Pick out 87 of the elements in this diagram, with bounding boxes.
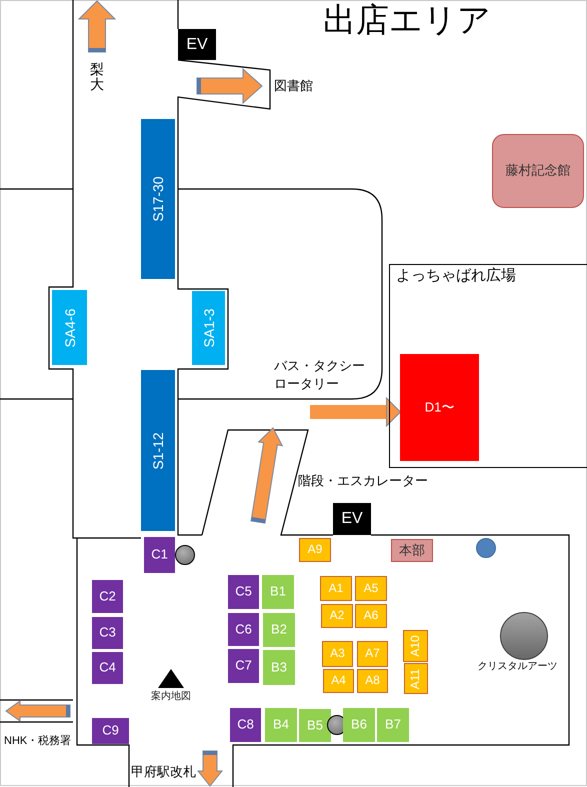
- booth-label: A11: [409, 668, 423, 689]
- plaza-area: [389, 264, 587, 468]
- booth-label: C6: [235, 622, 252, 637]
- booth-label: C9: [102, 724, 119, 738]
- booth: [265, 708, 297, 742]
- direction-label: NHK・税務署: [4, 735, 72, 748]
- booth-label: A3: [330, 647, 345, 661]
- booth-label: C4: [99, 660, 116, 676]
- booth: [321, 604, 353, 628]
- booth-row: [141, 119, 175, 279]
- booth: [343, 708, 375, 742]
- booth: [262, 575, 294, 609]
- booth-label: B2: [271, 622, 287, 638]
- elevator-label: EV: [186, 35, 208, 54]
- place-label: バス・タクシーロータリー: [274, 357, 366, 393]
- booth-label: C8: [237, 718, 254, 732]
- elevator-sign: [178, 29, 216, 60]
- booth-label: B4: [273, 718, 289, 732]
- circle-marker: [476, 538, 496, 558]
- booth-label: C5: [235, 584, 252, 600]
- booth-label: C1: [151, 548, 168, 562]
- booth-label: S17-30: [150, 176, 166, 222]
- map-title: 出店エリア: [323, 3, 491, 36]
- booth: [323, 669, 354, 693]
- booth: [92, 580, 123, 613]
- circle-marker: [175, 545, 195, 565]
- booth-area: [400, 354, 479, 461]
- booth: [322, 641, 353, 667]
- booth: [144, 537, 175, 573]
- booth-label: A8: [365, 674, 380, 688]
- marker-caption: 案内地図: [151, 691, 191, 702]
- booth-label: A4: [331, 674, 346, 688]
- booth: [404, 663, 428, 694]
- booth-label: S1-12: [150, 432, 166, 470]
- booth-label: B5: [307, 718, 323, 733]
- booth: [92, 652, 123, 684]
- booth-label: B6: [351, 718, 367, 732]
- booth: [228, 649, 259, 683]
- booth-label: A5: [364, 582, 378, 596]
- booth: [228, 613, 259, 646]
- building: [492, 134, 584, 208]
- booth: [230, 708, 261, 742]
- booth-label: C7: [235, 658, 252, 674]
- arrow: [310, 398, 401, 426]
- booth-label: C3: [99, 626, 116, 640]
- area-name: よっちゃばれ広場: [396, 267, 516, 284]
- monument-name: クリスタルアーツ: [478, 661, 558, 672]
- elevator-label: EV: [341, 510, 363, 528]
- booth: [299, 538, 331, 562]
- booth-label: B1: [270, 584, 286, 600]
- direction-label: 図書館: [274, 79, 313, 94]
- booth: [263, 650, 295, 685]
- booth-label: D1〜: [424, 400, 454, 415]
- booth: [228, 575, 259, 609]
- booth: [357, 641, 388, 667]
- booth-row: [52, 290, 87, 365]
- triangle-marker: [158, 669, 184, 688]
- booth: [377, 708, 409, 742]
- booth-label: B7: [385, 718, 401, 732]
- booth-row: [141, 370, 175, 531]
- booth-label: A1: [328, 582, 344, 596]
- booth: [92, 617, 123, 649]
- booth-label: C2: [99, 589, 116, 604]
- booth: [320, 576, 352, 601]
- booth: [263, 613, 295, 647]
- booth-label: A2: [330, 609, 344, 623]
- booth: [403, 630, 428, 662]
- booth-label: A10: [408, 635, 422, 657]
- office-booth: [391, 539, 433, 562]
- building-name: 藤村記念館: [506, 164, 570, 178]
- place-label: 階段・エスカレーター: [298, 474, 428, 489]
- direction-label: 梨大: [90, 62, 104, 93]
- booth-row: [192, 291, 225, 365]
- booth: [357, 669, 388, 693]
- booth-label: SA1-3: [200, 308, 217, 348]
- booth: [355, 604, 387, 628]
- booth-label: SA4-6: [61, 308, 78, 347]
- booth: [355, 576, 387, 601]
- direction-label: 甲府駅改札: [131, 765, 196, 780]
- elevator-sign: [333, 503, 371, 535]
- office-label: 本部: [399, 543, 425, 558]
- booth-label: B3: [271, 660, 287, 675]
- booth-label: A7: [365, 647, 380, 661]
- booth-label: A9: [308, 543, 322, 557]
- booth-label: A6: [364, 609, 378, 623]
- booth: [92, 718, 129, 744]
- booth: [299, 709, 331, 742]
